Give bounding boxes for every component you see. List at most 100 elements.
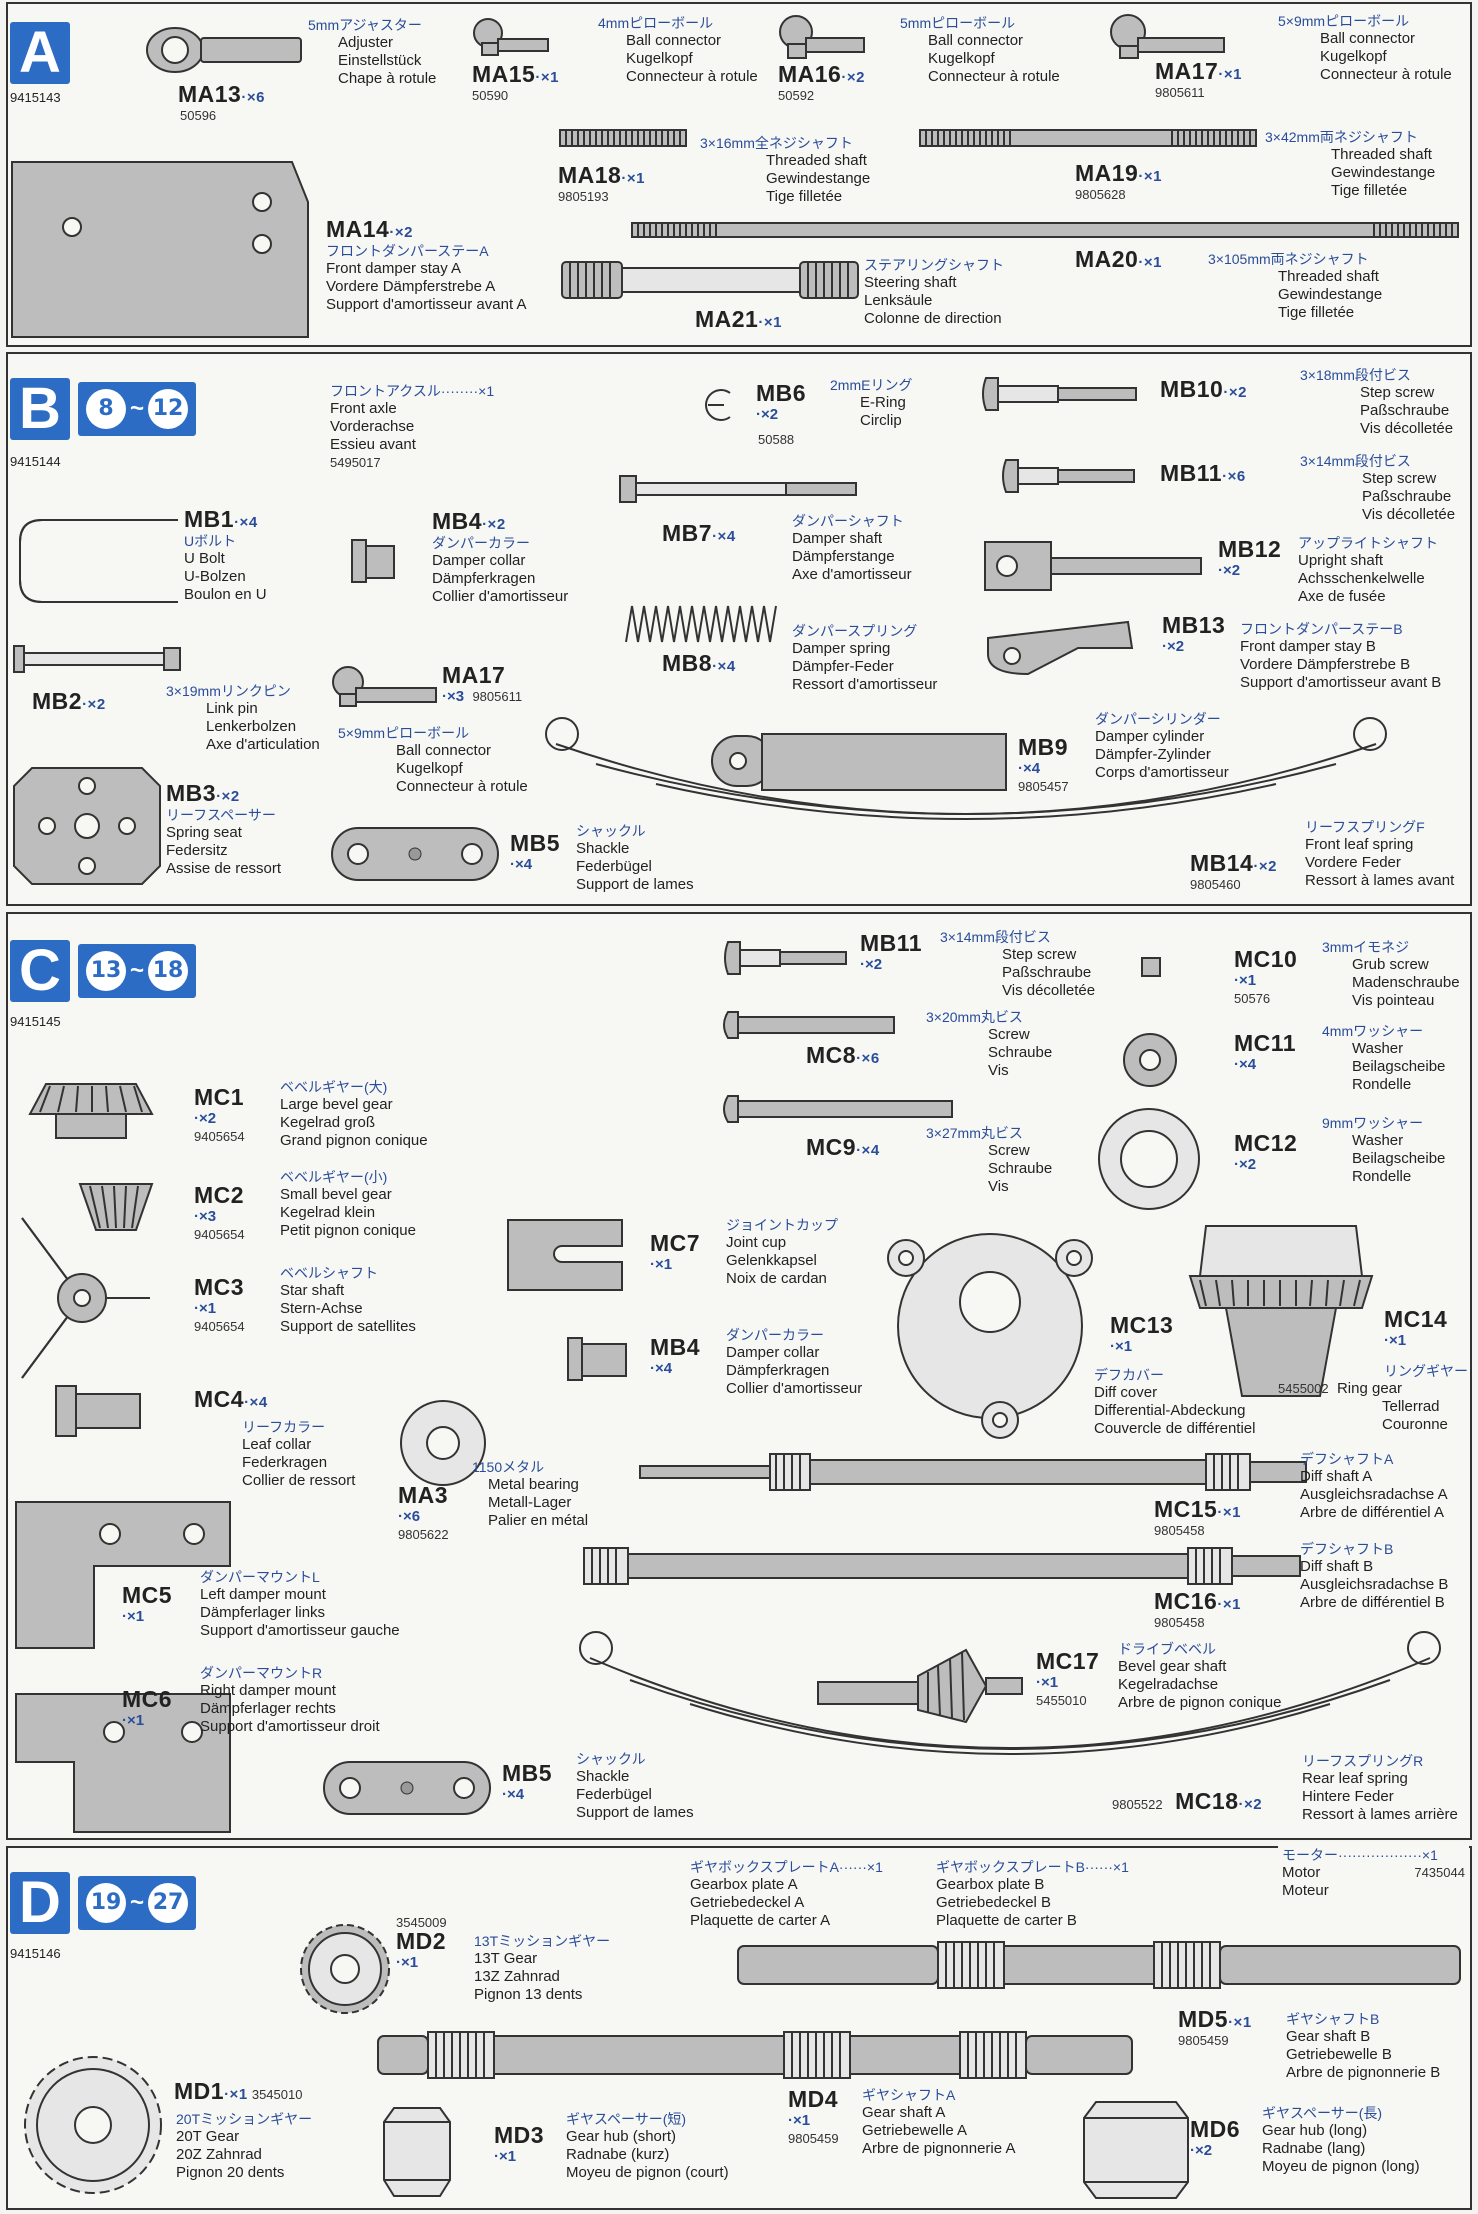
section-c-steps: 13~18	[78, 944, 197, 998]
part-mc5: MC5 ·×1	[122, 1582, 173, 1626]
label-ma15: 4mmピローボール Ball connector Kugelkopf Conne…	[598, 15, 758, 85]
gear-shaft-b-drawing	[737, 1941, 1461, 1989]
label-mc3: ベベルシャフト Star shaft Stern-Achse Support d…	[280, 1265, 416, 1335]
spring-seat-drawing	[13, 767, 161, 885]
joint-cup-drawing	[507, 1219, 623, 1291]
part-mc18: 9805522 MC18·×2	[1112, 1788, 1263, 1814]
part-mc7: MC7 ·×1	[650, 1230, 701, 1274]
label-mc17: ドライブベベル Bevel gear shaft Kegelradachse A…	[1118, 1641, 1282, 1711]
label-ma16: 5mmピローボール Ball connector Kugelkopf Conne…	[900, 15, 1060, 85]
label-mb13: フロントダンパーステーB Front damper stay B Vordere…	[1240, 621, 1442, 691]
step-screw-drawing	[982, 377, 1137, 411]
label-md1: 20Tミッションギヤー 20T Gear 20Z Zahnrad Pignon …	[176, 2111, 313, 2181]
label-front-axle: フロントアクスル········×1 Front axle Vorderachs…	[330, 383, 495, 470]
part-mc14: MC14 ·×1	[1384, 1306, 1448, 1350]
part-ma19: MA19·×1 9805628	[1075, 160, 1162, 203]
label-mb8: ダンパースプリング Damper spring Dämpfer-Feder Re…	[792, 623, 938, 693]
damper-mount-right-drawing	[15, 1693, 231, 1833]
part-md1: MD1·×1 3545010	[174, 2078, 303, 2104]
label-mc12: 9mmワッシャー Washer Beilagscheibe Rondelle	[1322, 1115, 1446, 1185]
part-ma21: MA21·×1	[695, 306, 782, 332]
part-mc13: MC13 ·×1	[1110, 1312, 1174, 1356]
part-md2: 3545009 MD2 ·×1	[396, 1915, 447, 1971]
damper-mount-left-drawing	[15, 1501, 231, 1649]
part-ma18: MA18·×1 9805193	[558, 162, 645, 205]
20t-gear-drawing	[24, 2056, 162, 2194]
label-md4: ギヤシャフトA Gear shaft A Getriebewelle A Arb…	[862, 2087, 1016, 2157]
ring-gear-drawing	[1188, 1225, 1374, 1397]
part-mb6: MB6 ·×2	[756, 380, 807, 424]
step-screw-drawing	[1002, 459, 1135, 493]
label-mc16: デフシャフトB Diff shaft B Ausgleichsradachse …	[1300, 1541, 1449, 1611]
part-mb5: MB5 ·×4	[510, 830, 561, 874]
part-c-mb5: MB5 ·×4	[502, 1760, 553, 1804]
label-ma17: 5×9mmピローボール Ball connector Kugelkopf Con…	[1278, 13, 1452, 83]
damper-spring-drawing	[625, 605, 777, 643]
ball-connector-drawing	[332, 666, 437, 707]
label-c-mb5: シャックル Shackle Federbügel Support de lame…	[576, 1751, 694, 1821]
metal-bearing-drawing	[400, 1400, 486, 1486]
label-c-mb11: 3×14mm段付ビス Step screw Paßschraube Vis dé…	[940, 929, 1096, 999]
label-gearbox-plate-a: ギヤボックスプレートA······×1 Gearbox plate A Getr…	[690, 1859, 883, 1929]
small-bevel-gear-drawing	[78, 1183, 154, 1231]
section-d-number: 9415146	[10, 1946, 61, 1961]
label-mb5: シャックル Shackle Federbügel Support de lame…	[576, 823, 694, 893]
label-ma21: ステアリングシャフト Steering shaft Lenksäule Colo…	[864, 257, 1004, 327]
part-mb10: MB10·×2	[1160, 376, 1247, 402]
label-c-mb4: ダンパーカラー Damper collar Dämpferkragen Coll…	[726, 1327, 863, 1397]
damper-shaft-drawing	[619, 475, 857, 503]
part-mc15: MC15·×1 9805458	[1154, 1496, 1241, 1539]
gear-hub-long-drawing	[1083, 2101, 1189, 2199]
label-mc7: ジョイントカップ Joint cup Gelenkkapsel Noix de …	[726, 1217, 838, 1287]
part-mb3: MB3·×2 リーフスペーサー Spring seat Federsitz As…	[166, 780, 282, 878]
star-shaft-drawing	[21, 1217, 150, 1379]
label-ma18: 3×16mm全ネジシャフト Threaded shaft Gewindestan…	[700, 135, 871, 205]
threaded-shaft-drawing	[631, 222, 1459, 238]
part-mc6: MC6 ·×1	[122, 1686, 173, 1730]
part-mb11: MB11·×6	[1160, 460, 1246, 486]
section-b-panel	[6, 352, 1472, 906]
label-ma19: 3×42mm両ネジシャフト Threaded shaft Gewindestan…	[1265, 129, 1436, 199]
gear-shaft-a-drawing	[377, 2031, 1133, 2079]
label-mb14: リーフスプリングF Front leaf spring Vordere Fede…	[1305, 819, 1455, 889]
diff-cover-drawing	[887, 1233, 1093, 1439]
label-mc5: ダンパーマウントL Left damper mount Dämpferlager…	[200, 1569, 400, 1639]
label-mb6: 2mmEリング E-Ring Circlip	[830, 377, 913, 429]
label-mb11: 3×14mm段付ビス Step screw Paßschraube Vis dé…	[1300, 453, 1456, 523]
damper-stay-b-drawing	[987, 620, 1134, 676]
part-ma14: MA14·×2 フロントダンパーステーA Front damper stay A…	[326, 216, 527, 314]
part-mb7: MB7·×4	[662, 520, 736, 546]
damper-collar-drawing	[351, 539, 395, 583]
section-c-number: 9415145	[10, 1014, 61, 1029]
label-mb7: ダンパーシャフト Damper shaft Dämpferstange Axe …	[792, 513, 912, 583]
part-md3: MD3 ·×1	[494, 2122, 545, 2166]
section-d-panel	[6, 1846, 1472, 2210]
part-mc17: MC17 ·×1 5455010	[1036, 1648, 1100, 1709]
link-pin-drawing	[13, 645, 181, 673]
label-mc4: リーフカラー Leaf collar Federkragen Collier d…	[242, 1419, 356, 1489]
label-mb2: 3×19mmリンクピン Link pin Lenkerbolzen Axe d'…	[166, 683, 320, 753]
part-mb1: MB1·×4 Uボルト U Bolt U-Bolzen Boulon en U	[184, 506, 267, 604]
label-mc8: 3×20mm丸ビス Screw Schraube Vis	[926, 1009, 1053, 1079]
part-ma13: MA13·×6 50596	[178, 81, 265, 124]
damper-collar-drawing	[567, 1337, 627, 1381]
label-ma20: 3×105mm両ネジシャフト Threaded shaft Gewindesta…	[1208, 251, 1383, 321]
section-b-number: 9415144	[10, 454, 61, 469]
screw-drawing	[723, 1011, 895, 1039]
label-ma13: 5mmアジャスター Adjuster Einstellstück Chape à…	[308, 17, 437, 87]
part-mb9: MB9 ·×4 9805457	[1018, 734, 1069, 795]
label-md6: ギヤスペーサー(長) Gear hub (long) Radnabe (lang…	[1262, 2105, 1420, 2175]
part-ma15: MA15·×1 50590	[472, 61, 559, 104]
ball-connector-drawing	[1110, 14, 1225, 59]
ball-connector-drawing	[779, 15, 865, 59]
damper-cylinder-drawing	[711, 733, 1007, 791]
part-mc11: MC11 ·×4	[1234, 1030, 1297, 1074]
label-md2: 13Tミッションギヤー 13T Gear 13Z Zahnrad Pignon …	[474, 1933, 611, 2003]
label-mb-ma17: 5×9mmピローボール Ball connector Kugelkopf Con…	[338, 725, 528, 795]
part-mb-ma17: MA17 ·×3 9805611	[442, 662, 523, 706]
part-mb2: MB2·×2	[32, 688, 106, 714]
part-mc16: MC16·×1 9805458	[1154, 1588, 1241, 1631]
label-gearbox-plate-b: ギヤボックスプレートB······×1 Gearbox plate B Getr…	[936, 1859, 1129, 1929]
part-mb14: MB14·×2 9805460	[1190, 850, 1277, 893]
13t-gear-drawing	[300, 1924, 390, 2014]
